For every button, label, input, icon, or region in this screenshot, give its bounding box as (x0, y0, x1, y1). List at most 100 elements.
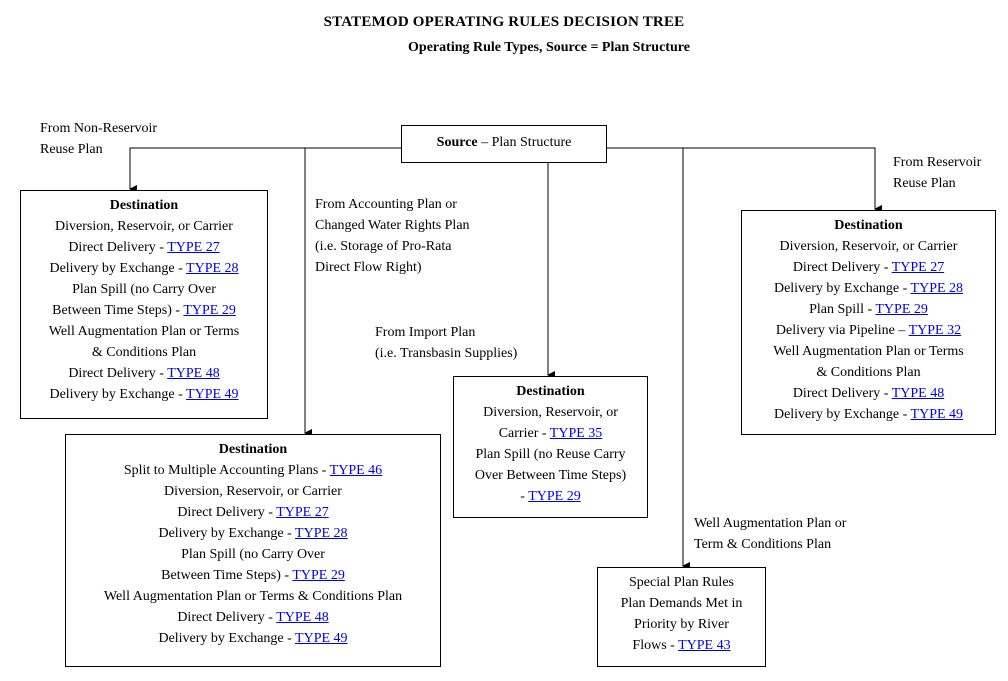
operating-rule-type-link[interactable]: TYPE 29 (292, 568, 345, 583)
destination-line: Direct Delivery - TYPE 48 (66, 607, 440, 628)
operating-rule-type-link[interactable]: TYPE 27 (167, 240, 220, 255)
source-rest: – Plan Structure (477, 135, 572, 150)
destination-line-text: Delivery by Exchange - (49, 387, 187, 402)
destination-line: Direct Delivery - TYPE 27 (742, 257, 995, 278)
label-accounting: From Accounting Plan or Changed Water Ri… (315, 194, 470, 278)
destination-heading: Destination (109, 198, 179, 213)
destination-line: Flows - TYPE 43 (598, 635, 765, 656)
label-import: From Import Plan (i.e. Transbasin Suppli… (375, 322, 517, 364)
source-plan-structure-box: Source – Plan Structure (401, 125, 607, 163)
destination-line-text: Delivery by Exchange - (158, 526, 296, 541)
destination-line: Delivery via Pipeline – TYPE 32 (742, 320, 995, 341)
label-well-augmentation: Well Augmentation Plan or Term & Conditi… (694, 513, 846, 555)
destination-line-text: Priority by River (634, 617, 729, 632)
destination-line: Plan Spill - TYPE 29 (742, 299, 995, 320)
destination-line: Plan Spill (no Carry Over (66, 544, 440, 565)
destination-line-text: Delivery by Exchange - (158, 631, 296, 646)
diagram-title: STATEMOD OPERATING RULES DECISION TREE (323, 14, 685, 30)
destination-line: Split to Multiple Accounting Plans - TYP… (66, 460, 440, 481)
destination-line-text: Delivery by Exchange - (773, 407, 911, 422)
operating-rule-type-link[interactable]: TYPE 28 (910, 281, 964, 296)
destination-line-text: - (520, 489, 529, 504)
label-line: From Import Plan (375, 325, 476, 340)
destination-line-text: Plan Spill (no Carry Over (72, 282, 216, 297)
destination-line-text: Direct Delivery - (177, 610, 277, 625)
destination-line-text: Special Plan Rules (629, 575, 734, 590)
label-line: From Reservoir (893, 155, 982, 170)
destination-line-text: Between Time Steps) - (52, 303, 184, 318)
destination-line-text: Well Augmentation Plan or Terms & Condit… (103, 589, 403, 604)
destination-line-text: Diversion, Reservoir, or Carrier (164, 484, 342, 499)
destination-line-text: Over Between Time Steps) (474, 468, 627, 483)
destination-line-text: Well Augmentation Plan or Terms (773, 344, 964, 359)
destination-line-text: Direct Delivery - (68, 240, 168, 255)
destination-line-text: Diversion, Reservoir, or Carrier (55, 219, 233, 234)
destination-line-text: Delivery via Pipeline – (775, 323, 909, 338)
destination-line: Between Time Steps) - TYPE 29 (21, 300, 267, 321)
operating-rule-type-link[interactable]: TYPE 27 (276, 505, 329, 520)
operating-rule-type-link[interactable]: TYPE 43 (678, 638, 731, 653)
destination-line: Plan Spill (no Reuse Carry (454, 444, 647, 465)
destination-line: Diversion, Reservoir, or (454, 402, 647, 423)
destination-line-text: Direct Delivery - (68, 366, 168, 381)
destination-line: Priority by River (598, 614, 765, 635)
destination-line: Over Between Time Steps) (454, 465, 647, 486)
destination-line: Well Augmentation Plan or Terms & Condit… (66, 586, 440, 607)
operating-rule-type-link[interactable]: TYPE 48 (891, 386, 945, 401)
destination-heading: Destination (834, 218, 903, 233)
destination-line-text: Well Augmentation Plan or Terms (48, 324, 240, 339)
destination-line: Carrier - TYPE 35 (454, 423, 647, 444)
label-line: (i.e. Transbasin Supplies) (375, 346, 518, 361)
connector-non-reservoir (129, 147, 401, 193)
label-line: Reuse Plan (40, 142, 103, 157)
destination-line-text: Plan Spill (no Reuse Carry (475, 447, 626, 462)
operating-rule-type-link[interactable]: TYPE 27 (891, 260, 945, 275)
destination-line-text: Delivery by Exchange - (773, 281, 911, 296)
destination-line: Plan Spill (no Carry Over (21, 279, 267, 300)
operating-rule-type-link[interactable]: TYPE 49 (910, 407, 964, 422)
operating-rule-type-link[interactable]: TYPE 29 (875, 302, 928, 317)
destination-line: Diversion, Reservoir, or Carrier (21, 216, 267, 237)
destination-line: & Conditions Plan (742, 362, 995, 383)
operating-rule-type-link[interactable]: TYPE 32 (908, 323, 962, 338)
destination-line: Delivery by Exchange - TYPE 28 (66, 523, 440, 544)
destination-line: & Conditions Plan (21, 342, 267, 363)
label-line: From Non-Reservoir (40, 121, 158, 136)
label-line: From Accounting Plan or (315, 197, 457, 212)
operating-rule-type-link[interactable]: TYPE 48 (276, 610, 329, 625)
operating-rule-type-link[interactable]: TYPE 49 (186, 387, 239, 402)
operating-rule-type-link[interactable]: TYPE 46 (329, 463, 383, 478)
source-label: Source (436, 135, 478, 150)
operating-rule-type-link[interactable]: TYPE 29 (183, 303, 236, 318)
operating-rule-type-link[interactable]: TYPE 28 (186, 261, 239, 276)
label-line: Reuse Plan (893, 176, 956, 191)
destination-line-text: Diversion, Reservoir, or Carrier (779, 239, 958, 254)
destination-line-text: & Conditions Plan (816, 365, 921, 380)
destination-line: Diversion, Reservoir, or Carrier (66, 481, 440, 502)
diagram-subtitle: Operating Rule Types, Source = Plan Stru… (408, 40, 690, 55)
destination-line: Special Plan Rules (598, 572, 765, 593)
operating-rule-type-link[interactable]: TYPE 49 (295, 631, 348, 646)
destination-line: Delivery by Exchange - TYPE 28 (742, 278, 995, 299)
operating-rule-type-link[interactable]: TYPE 35 (549, 426, 603, 441)
destination-line: Between Time Steps) - TYPE 29 (66, 565, 440, 586)
label-line: Changed Water Rights Plan (315, 218, 470, 233)
destination-line-text: Plan Spill - (809, 302, 876, 317)
destination-heading: Destination (218, 442, 288, 457)
label-line: Well Augmentation Plan or (694, 516, 847, 531)
destination-line: - TYPE 29 (454, 486, 647, 507)
destination-line: Direct Delivery - TYPE 27 (21, 237, 267, 258)
operating-rule-type-link[interactable]: TYPE 48 (167, 366, 220, 381)
operating-rule-type-link[interactable]: TYPE 28 (295, 526, 348, 541)
operating-rule-type-link[interactable]: TYPE 29 (528, 489, 581, 504)
destination-line-text: & Conditions Plan (91, 345, 197, 360)
destination-line: Delivery by Exchange - TYPE 49 (21, 384, 267, 405)
destination-line: Direct Delivery - TYPE 48 (742, 383, 995, 404)
destination-heading: Destination (516, 384, 585, 399)
